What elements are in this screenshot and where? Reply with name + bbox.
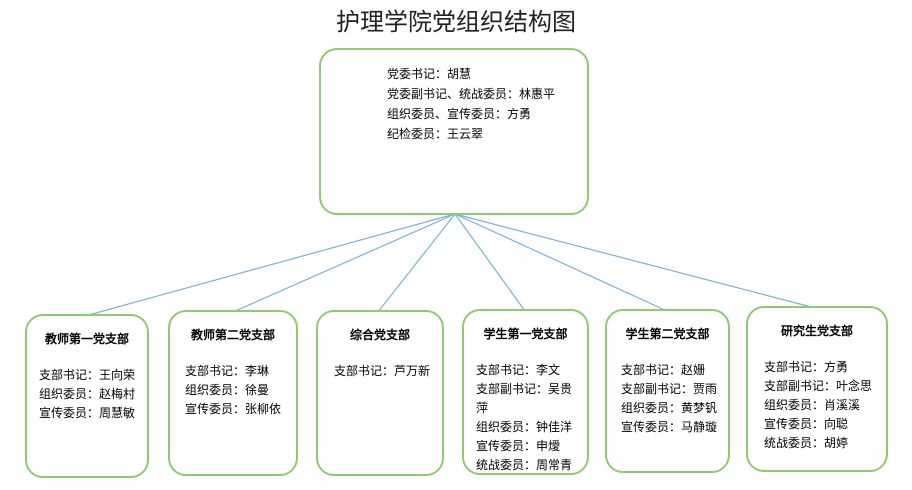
- connector-line-4: [454, 213, 526, 312]
- branch-line: 组织委员：赵梅村: [39, 387, 136, 401]
- connector-line-5: [454, 213, 668, 312]
- branch-line: 支部书记：方勇: [764, 360, 849, 374]
- branch-line: 支部副书记：叶念思: [764, 379, 873, 393]
- branch-title: 学生第二党支部: [625, 327, 710, 341]
- branch-line: 组织委员：钟佳洋: [476, 420, 573, 434]
- branch-line: 支部书记：赵姗: [621, 363, 706, 377]
- connector-line-3: [377, 213, 456, 313]
- branch-line: 支部书记：芦万新: [334, 364, 431, 378]
- branch-title: 教师第二党支部: [190, 328, 275, 342]
- branch-node-general: 综合党支部 支部书记：芦万新: [316, 310, 444, 476]
- branch-line: 组织委员：徐曼: [185, 383, 270, 397]
- branch-line: 支部书记：王向荣: [39, 368, 136, 382]
- branch-line: 支部副书记：吴贵萍: [476, 382, 573, 415]
- branch-node-graduate: 研究生党支部 支部书记：方勇 支部副书记：叶念思 组织委员：肖溪溪 宣传委员：向…: [746, 306, 888, 472]
- branch-node-student-2: 学生第二党支部 支部书记：赵姗 支部副书记：贾雨 组织委员：黄梦钒 宣传委员：马…: [605, 309, 730, 473]
- connector-line-6: [454, 213, 816, 309]
- connector-line-1: [84, 213, 456, 317]
- root-line-1: 党委书记：胡慧: [387, 67, 472, 81]
- branch-node-teacher-1: 教师第一党支部 支部书记：王向荣 组织委员：赵梅村 宣传委员：周慧敏: [25, 314, 149, 478]
- branch-line: 支部书记：李琳: [185, 364, 270, 378]
- branch-line: 统战委员：胡婷: [764, 436, 849, 450]
- branch-node-student-1: 学生第一党支部 支部书记：李文 支部副书记：吴贵萍 组织委员：钟佳洋 宣传委员：…: [462, 309, 589, 475]
- branch-title: 学生第一党支部: [483, 327, 568, 341]
- branch-line: 支部副书记：贾雨: [621, 382, 718, 396]
- branch-line: 支部书记：李文: [476, 363, 561, 377]
- branch-line: 宣传委员：向聪: [764, 417, 849, 431]
- branch-line: 组织委员：黄梦钒: [621, 401, 718, 415]
- branch-title: 综合党支部: [349, 328, 410, 342]
- root-line-3: 组织委员、宣传委员：方勇: [387, 107, 532, 121]
- branch-title: 研究生党支部: [780, 324, 853, 338]
- branch-line: 统战委员：周常青: [476, 458, 573, 472]
- diagram-title: 护理学院党组织结构图: [336, 8, 576, 36]
- branch-line: 组织委员：肖溪溪: [764, 398, 861, 412]
- branch-node-teacher-2: 教师第二党支部 支部书记：李琳 组织委员：徐曼 宣传委员：张柳依: [168, 310, 298, 476]
- root-line-2: 党委副书记、统战委员：林惠平: [387, 87, 556, 101]
- branch-line: 宣传委员：周慧敏: [39, 406, 136, 420]
- connector-line-2: [232, 213, 456, 313]
- branch-line: 宣传委员：申燰: [476, 439, 561, 453]
- root-node: 党委书记：胡慧 党委副书记、统战委员：林惠平 组织委员、宣传委员：方勇 纪检委员…: [319, 48, 589, 215]
- branch-title: 教师第一党支部: [44, 332, 129, 346]
- branch-line: 宣传委员：张柳依: [185, 402, 282, 416]
- root-line-4: 纪检委员：王云翠: [387, 127, 484, 141]
- branch-line: 宣传委员：马静璇: [621, 420, 718, 434]
